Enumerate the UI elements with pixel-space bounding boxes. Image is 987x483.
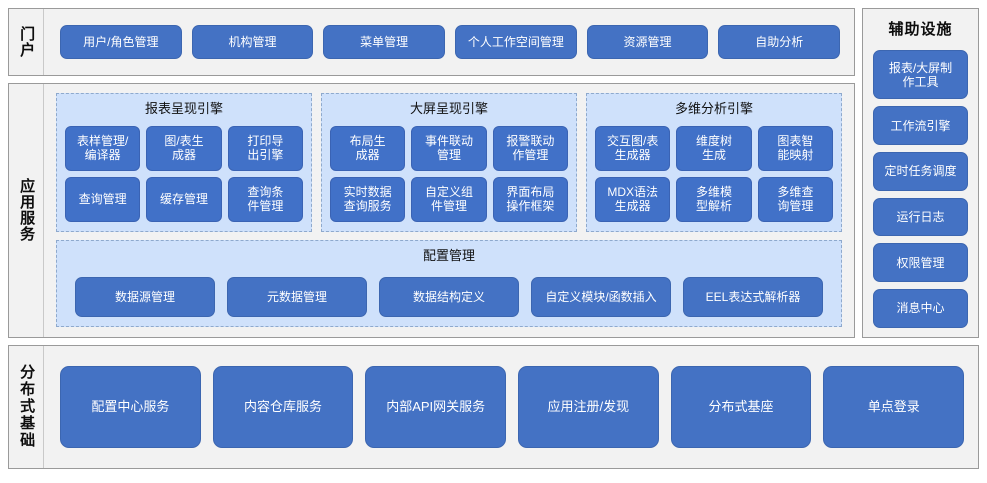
auxiliary-facilities-title: 辅助设施 (888, 21, 953, 38)
upper-left-column: 门户 用户/角色管理 机构管理 菜单管理 个人工作空间管理 资源管理 自助分析 … (8, 8, 855, 338)
portal-item-user-role-management[interactable]: 用户/角色管理 (60, 25, 182, 59)
engine-item-event-linkage-management[interactable]: 事件联动 管理 (411, 125, 487, 171)
engine-item-multidimensional-model-parsing[interactable]: 多维模 型解析 (676, 176, 752, 222)
engine-item-realtime-data-query-service[interactable]: 实时数据 查询服务 (330, 176, 406, 222)
engine-item-chart-table-generator[interactable]: 图/表生 成器 (146, 125, 222, 171)
portal-item-resource-management[interactable]: 资源管理 (586, 25, 709, 59)
config-item-custom-module-function-insertion[interactable]: 自定义模块/函数插入 (531, 276, 671, 317)
engine-item-layout-generator[interactable]: 布局生 成器 (330, 125, 406, 171)
distributed-item-internal-api-gateway-service[interactable]: 内部API网关服务 (365, 365, 507, 448)
engine-title-report-rendering: 报表呈现引擎 (144, 101, 223, 116)
auxiliary-facilities-list: 报表/大屏制 作工具 工作流引擎 定时任务调度 运行日志 权限管理 消息中心 (873, 50, 968, 328)
engine-item-cache-management[interactable]: 缓存管理 (146, 176, 222, 222)
config-management-panel: 配置管理 数据源管理 元数据管理 数据结构定义 自定义模块/函数插入 EEL表达… (56, 239, 842, 327)
engine-title-large-screen-rendering: 大屏呈现引擎 (409, 101, 488, 116)
engine-items-multidimensional-analysis: 交互图/表 生成器 维度树 生成 图表智 能映射 MDX语法 生成器 多维模 型… (595, 125, 833, 222)
auxiliary-item-message-center[interactable]: 消息中心 (873, 289, 968, 328)
portal-item-personal-workspace-management[interactable]: 个人工作空间管理 (455, 25, 577, 59)
engine-item-multidimensional-query-management[interactable]: 多维查 询管理 (757, 176, 833, 222)
distributed-item-app-registration-discovery[interactable]: 应用注册/发现 (518, 365, 659, 448)
distributed-item-single-sign-on[interactable]: 单点登录 (823, 365, 965, 448)
engine-item-mdx-syntax-generator[interactable]: MDX语法 生成器 (595, 176, 671, 222)
config-item-data-structure-definition[interactable]: 数据结构定义 (379, 276, 519, 317)
auxiliary-item-report-dashboard-authoring-tool[interactable]: 报表/大屏制 作工具 (873, 50, 968, 100)
engine-panel-multidimensional-analysis: 多维分析引擎 交互图/表 生成器 维度树 生成 图表智 能映射 MDX语法 生成… (586, 93, 842, 232)
engine-items-report-rendering: 表样管理/ 编译器 图/表生 成器 打印导 出引擎 查询管理 缓存管理 查询条 … (65, 125, 303, 222)
engine-panel-report-rendering: 报表呈现引擎 表样管理/ 编译器 图/表生 成器 打印导 出引擎 查询管理 缓存… (56, 93, 312, 232)
engine-item-form-template-management-compiler[interactable]: 表样管理/ 编译器 (65, 125, 141, 171)
engine-item-query-management[interactable]: 查询管理 (65, 176, 141, 222)
engine-item-interactive-chart-table-generator[interactable]: 交互图/表 生成器 (595, 125, 671, 171)
engine-item-ui-layout-operation-framework[interactable]: 界面布局 操作框架 (492, 176, 568, 222)
application-services-section: 应用服务 报表呈现引擎 表样管理/ 编译器 图/表生 成器 打印导 出引擎 查询… (8, 83, 855, 338)
upper-region: 门户 用户/角色管理 机构管理 菜单管理 个人工作空间管理 资源管理 自助分析 … (8, 8, 979, 338)
distributed-item-config-center-service[interactable]: 配置中心服务 (60, 365, 201, 448)
distributed-foundation-section: 分布式基础 配置中心服务 内容仓库服务 内部API网关服务 应用注册/发现 分布… (8, 344, 979, 469)
application-services-body: 报表呈现引擎 表样管理/ 编译器 图/表生 成器 打印导 出引擎 查询管理 缓存… (44, 84, 854, 337)
config-management-title: 配置管理 (422, 247, 475, 263)
auxiliary-item-permission-management[interactable]: 权限管理 (873, 243, 968, 283)
portal-section-label: 门户 (9, 9, 44, 75)
engine-item-query-condition-management[interactable]: 查询条 件管理 (227, 176, 303, 222)
engine-title-multidimensional-analysis: 多维分析引擎 (674, 101, 753, 116)
config-item-datasource-management[interactable]: 数据源管理 (75, 276, 215, 317)
engine-item-dimension-tree-generation[interactable]: 维度树 生成 (676, 125, 752, 171)
distributed-item-content-repository-service[interactable]: 内容仓库服务 (212, 365, 354, 448)
engine-items-large-screen-rendering: 布局生 成器 事件联动 管理 报警联动 作管理 实时数据 查询服务 自定义组 件… (330, 125, 568, 222)
portal-section: 门户 用户/角色管理 机构管理 菜单管理 个人工作空间管理 资源管理 自助分析 (8, 8, 855, 76)
portal-item-menu-management[interactable]: 菜单管理 (323, 25, 446, 59)
engine-item-alarm-linkage-action-management[interactable]: 报警联动 作管理 (492, 125, 568, 171)
engine-item-print-export-engine[interactable]: 打印导 出引擎 (227, 125, 303, 171)
portal-item-self-service-analysis[interactable]: 自助分析 (718, 25, 841, 59)
auxiliary-item-workflow-engine[interactable]: 工作流引擎 (873, 106, 968, 146)
config-item-metadata-management[interactable]: 元数据管理 (227, 276, 367, 317)
engine-panel-large-screen-rendering: 大屏呈现引擎 布局生 成器 事件联动 管理 报警联动 作管理 实时数据 查询服务… (321, 93, 577, 232)
portal-item-organization-management[interactable]: 机构管理 (191, 25, 314, 59)
distributed-item-distributed-base[interactable]: 分布式基座 (670, 365, 812, 448)
auxiliary-item-scheduled-task-scheduling[interactable]: 定时任务调度 (873, 152, 968, 191)
auxiliary-item-runtime-log[interactable]: 运行日志 (873, 197, 968, 237)
auxiliary-facilities-section: 辅助设施 报表/大屏制 作工具 工作流引擎 定时任务调度 运行日志 权限管理 消… (862, 8, 979, 338)
distributed-foundation-section-label: 分布式基础 (9, 345, 44, 468)
engine-item-chart-intelligent-mapping[interactable]: 图表智 能映射 (757, 125, 833, 171)
config-item-eel-expression-parser[interactable]: EEL表达式解析器 (683, 276, 823, 317)
config-management-items: 数据源管理 元数据管理 数据结构定义 自定义模块/函数插入 EEL表达式解析器 (65, 273, 833, 317)
application-services-section-label: 应用服务 (9, 84, 44, 337)
engine-panel-row: 报表呈现引擎 表样管理/ 编译器 图/表生 成器 打印导 出引擎 查询管理 缓存… (56, 93, 842, 232)
engine-item-custom-component-management[interactable]: 自定义组 件管理 (411, 176, 487, 222)
distributed-foundation-button-row: 配置中心服务 内容仓库服务 内部API网关服务 应用注册/发现 分布式基座 单点… (44, 346, 978, 468)
portal-button-row: 用户/角色管理 机构管理 菜单管理 个人工作空间管理 资源管理 自助分析 (44, 9, 854, 75)
